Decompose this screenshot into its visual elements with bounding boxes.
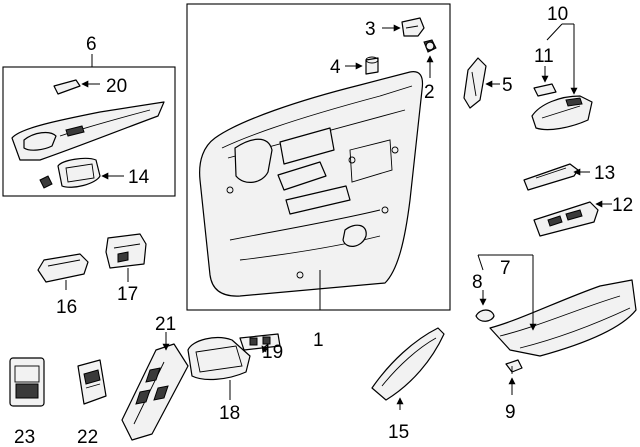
- part-22-switch: [77, 359, 107, 405]
- callout-10: 10: [547, 4, 568, 25]
- part-3-connector: [401, 17, 425, 37]
- part-10-switch-housing: [531, 95, 593, 131]
- leader-19: [261, 345, 269, 354]
- part-6-armrest-trim: [11, 101, 165, 161]
- part-14-bezel: [57, 157, 101, 188]
- callout-1: 1: [313, 330, 324, 351]
- leader-10b: [546, 23, 563, 41]
- part-18-handle-bezel: [187, 337, 251, 381]
- door-panel-frame: [186, 3, 451, 311]
- part-13-switch-bezel: [523, 163, 579, 191]
- callout-4: 4: [330, 57, 341, 78]
- part-17-switch: [105, 233, 147, 269]
- callout-19: 19: [262, 342, 283, 363]
- part-1-door-trim-panel: [199, 71, 424, 297]
- armrest-group-frame: [2, 66, 176, 197]
- part-23-switch-module: [9, 357, 45, 407]
- part-21-window-switch: [121, 343, 189, 441]
- callout-13: 13: [594, 163, 615, 184]
- part-8-cap: [475, 309, 495, 322]
- callout-20: 20: [106, 76, 127, 97]
- callout-7: 7: [500, 258, 511, 279]
- part-12-switch-panel: [533, 201, 599, 237]
- callout-11: 11: [534, 46, 554, 67]
- part-9-clip: [505, 359, 523, 374]
- callout-22: 22: [77, 427, 98, 447]
- callout-14: 14: [128, 167, 150, 188]
- part-20-handle: [53, 79, 81, 95]
- part-11-switch-cap: [533, 83, 557, 97]
- callout-8: 8: [472, 272, 483, 293]
- callout-2: 2: [424, 82, 435, 103]
- part-6-clip: [39, 175, 53, 189]
- leader-7c: [477, 254, 484, 271]
- callout-3: 3: [365, 19, 376, 40]
- callout-23: 23: [14, 427, 35, 447]
- part-16-switch: [37, 253, 89, 283]
- part-2-clip: [423, 39, 437, 53]
- callout-5: 5: [502, 75, 513, 96]
- callout-17: 17: [117, 284, 138, 305]
- callout-16: 16: [56, 297, 77, 318]
- callout-6: 6: [86, 34, 97, 55]
- part-7-armrest: [489, 279, 637, 357]
- callout-21: 21: [155, 314, 176, 335]
- part-15-trim-cover: [371, 327, 445, 401]
- part-5-trim-piece: [463, 57, 487, 109]
- part-4-retainer: [365, 56, 379, 75]
- callout-12: 12: [612, 195, 633, 216]
- part-19-switch-bezel: [239, 333, 281, 351]
- callout-15: 15: [388, 422, 409, 443]
- callout-18: 18: [219, 403, 240, 424]
- callout-9: 9: [505, 402, 516, 423]
